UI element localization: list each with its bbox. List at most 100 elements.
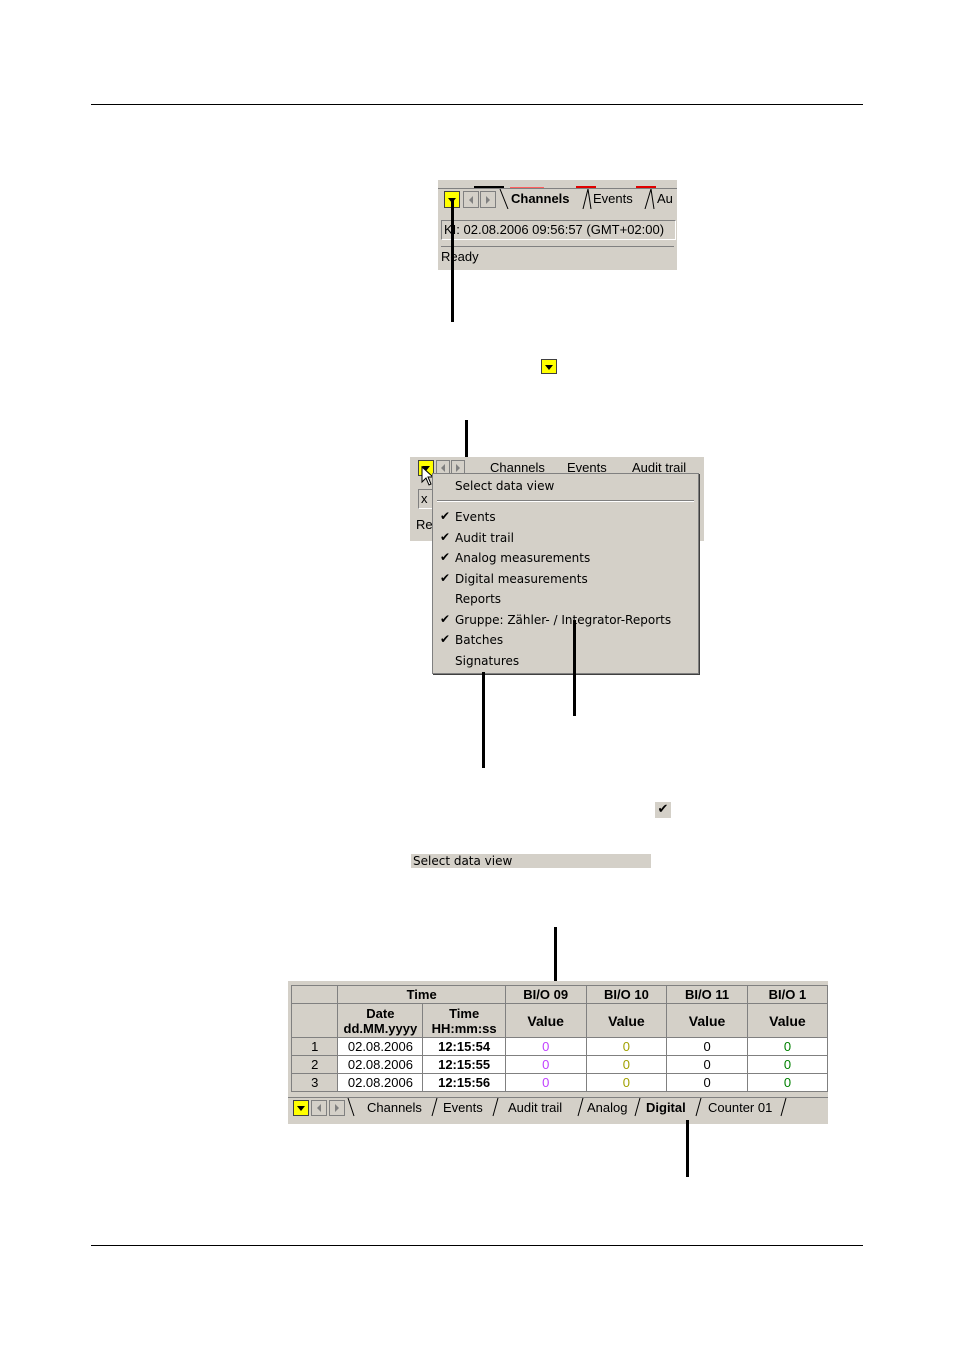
menu-item[interactable]: ✔ Audit trail: [433, 528, 698, 548]
menu-item-label: Batches: [455, 633, 504, 647]
toolbar-strip: [438, 180, 677, 189]
tab-channels[interactable]: Channels: [367, 1100, 422, 1115]
tab-events[interactable]: Events: [443, 1100, 483, 1115]
value-cell: 0: [504, 1055, 587, 1074]
tab-analog[interactable]: Analog: [587, 1100, 628, 1115]
date-header-title: Date: [366, 1005, 395, 1021]
value-cell: 0: [746, 1073, 828, 1092]
channel-header[interactable]: BI/O 11: [666, 985, 748, 1004]
status-bar: Ready: [441, 246, 674, 267]
value-cell: 0: [504, 1037, 587, 1056]
menu-item-label: Digital measurements: [455, 571, 588, 586]
time-cell: 12:15:55: [422, 1055, 506, 1074]
menu-header-label: Select data view: [455, 479, 555, 493]
time-header-title: Time: [449, 1005, 480, 1021]
tab-bar: Channels Events Audit trail Analog Digit…: [288, 1097, 828, 1120]
time-header: Time HH:mm:ss: [422, 1003, 506, 1038]
tab-channels[interactable]: Channels: [490, 460, 545, 475]
callout-line-signatures: [482, 672, 485, 768]
time-group-header: Time: [337, 985, 506, 1004]
value-cell: 0: [666, 1037, 748, 1056]
menu-item-label: Audit trail: [455, 530, 514, 545]
tab-digital[interactable]: Digital: [646, 1100, 686, 1115]
menu-item-label: Events: [455, 510, 496, 524]
value-header: Value: [585, 1003, 668, 1038]
tab-audit-trail[interactable]: Audit trail: [632, 460, 687, 475]
view-dropdown-button[interactable]: [293, 1100, 309, 1116]
checkmark-icon: ✔: [440, 611, 451, 626]
value-cell: 0: [746, 1055, 828, 1074]
menu-item-label: Gruppe: Zähler- / Integrator-Reports: [455, 612, 672, 627]
inline-dropdown-icon: [541, 359, 557, 374]
value-header: Value: [504, 1003, 587, 1038]
tab-separators: [499, 189, 655, 209]
footer-rule: [91, 1245, 863, 1246]
tab-separators: [347, 1098, 787, 1117]
value-cell: 0: [746, 1037, 828, 1056]
screenshot-1: Channels Events Au KI: 02.08.2006 09:56:…: [438, 180, 677, 270]
data-grid: Time BI/O 09 BI/O 10 BI/O 11 BI/O 1 Date…: [291, 985, 828, 1092]
tab-scroll-right-button[interactable]: [329, 1100, 345, 1116]
menu-item[interactable]: ✔ Events: [433, 507, 698, 527]
date-cell: 02.08.2006: [337, 1073, 424, 1092]
tab-counter-01[interactable]: Counter 01: [708, 1100, 773, 1115]
channel-header[interactable]: BI/O 09: [504, 985, 587, 1004]
menu-item[interactable]: Signatures: [433, 651, 698, 671]
row-number: 1: [291, 1037, 339, 1056]
menu-item-label: Signatures: [455, 653, 520, 668]
status-left: Re: [416, 517, 433, 532]
tab-audit[interactable]: Au: [657, 191, 673, 206]
date-header-format: dd.MM.yyyy: [343, 1020, 418, 1036]
value-cell: 0: [585, 1037, 668, 1056]
time-cell: 12:15:56: [422, 1073, 506, 1092]
menu-header: Select data view: [433, 476, 698, 496]
menu-item[interactable]: ✔ Analog measurements: [433, 548, 698, 568]
menu-item[interactable]: Reports: [433, 589, 698, 609]
tab-events[interactable]: Events: [593, 191, 633, 206]
callout-line-1: [451, 200, 454, 322]
tab-scroll-left-button[interactable]: [311, 1100, 327, 1116]
corner-cell: [291, 1003, 339, 1038]
date-cell: 02.08.2006: [337, 1055, 424, 1074]
value-cell: 0: [504, 1073, 587, 1092]
value-header: Value: [666, 1003, 748, 1038]
checkmark-icon: ✔: [440, 529, 451, 544]
inline-checkmark-icon: ✔: [655, 802, 671, 818]
menu-item[interactable]: ✔Digital measurements: [433, 569, 698, 589]
select-data-view-bar: Select data view: [411, 854, 651, 868]
tab-events[interactable]: Events: [567, 460, 607, 475]
date-cell: 02.08.2006: [337, 1037, 424, 1056]
time-header-format: HH:mm:ss: [431, 1020, 497, 1036]
select-data-view-menu: Select data view ✔ Events ✔ Audit trail ✔ Ana…: [432, 473, 699, 674]
menu-item-label: Reports: [455, 592, 502, 606]
checkmark-icon: ✔: [440, 550, 451, 564]
value-cell: 0: [585, 1073, 668, 1092]
menu-separator: [437, 500, 694, 502]
tab-scroll-left-button[interactable]: [463, 191, 479, 208]
menu-item[interactable]: ✔ Gruppe: Zähler- / Integrator-Reports: [433, 610, 698, 630]
checkmark-icon: ✔: [440, 632, 451, 646]
checkmark-icon: ✔: [440, 509, 451, 523]
menu-item[interactable]: ✔ Batches: [433, 630, 698, 650]
value-cell: 0: [585, 1055, 668, 1074]
callout-line-gruppe: [573, 620, 576, 716]
row-number: 3: [291, 1073, 339, 1092]
header-rule: [91, 104, 863, 105]
tab-scroll-right-button[interactable]: [480, 191, 496, 208]
callout-line-channel: [554, 927, 557, 987]
row-number: 2: [291, 1055, 339, 1074]
screenshot-3: Time BI/O 09 BI/O 10 BI/O 11 BI/O 1 Date…: [288, 981, 828, 1124]
tab-channels[interactable]: Channels: [511, 191, 570, 206]
channel-header[interactable]: BI/O 10: [585, 985, 668, 1004]
menu-item-label: Analog measurements: [455, 551, 591, 565]
callout-line-2: [465, 420, 468, 475]
channel-header[interactable]: BI/O 1: [746, 985, 828, 1004]
time-field: KI: 02.08.2006 09:56:57 (GMT+02:00): [441, 220, 676, 240]
value-cell: 0: [666, 1073, 748, 1092]
date-header: Date dd.MM.yyyy: [337, 1003, 424, 1038]
corner-cell: [291, 985, 339, 1004]
tab-audit-trail[interactable]: Audit trail: [508, 1100, 563, 1115]
